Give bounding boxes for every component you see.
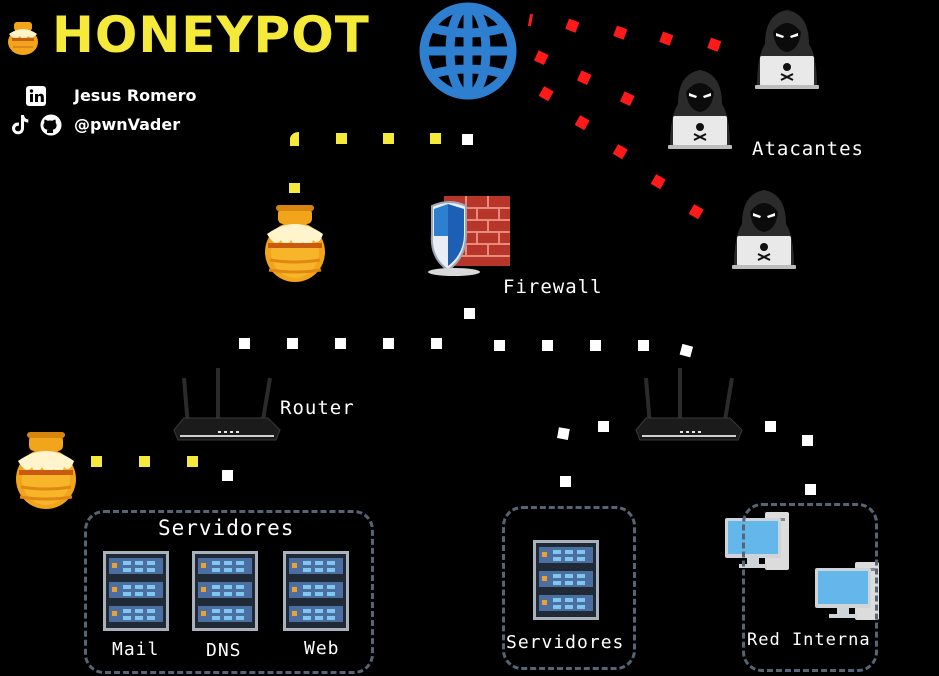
servers-single-box <box>502 506 636 670</box>
internal-network-box <box>742 503 878 672</box>
honeypot-traffic-dots <box>91 132 441 467</box>
hacker-icon <box>731 189 797 270</box>
router-icon <box>634 366 744 442</box>
honeypot-small-icon <box>8 22 38 55</box>
attackers-label: Atacantes <box>752 138 864 160</box>
attack-traffic-dots <box>527 13 722 220</box>
handle: @pwnVader <box>74 115 181 134</box>
honeypot-icon <box>14 430 78 511</box>
page-title: HONEYPOT <box>52 6 370 64</box>
router-icon <box>172 366 282 442</box>
network-traffic-dots <box>222 134 816 495</box>
mail-label: Mail <box>112 639 160 660</box>
servers-group-box <box>84 510 374 674</box>
author-name: Jesus Romero <box>74 86 197 105</box>
github-icon <box>40 114 62 136</box>
hacker-icon <box>667 69 733 150</box>
hacker-icon <box>754 9 820 90</box>
router-label: Router <box>280 397 355 419</box>
dns-label: DNS <box>206 640 242 661</box>
internal-network-label: Red Interna <box>747 630 871 650</box>
firewall-label: Firewall <box>503 276 603 298</box>
honeypot-icon <box>263 203 327 284</box>
tiktok-icon <box>12 115 29 135</box>
linkedin-icon <box>26 86 46 106</box>
servers-group-label: Servidores <box>158 516 295 540</box>
web-label: Web <box>304 638 340 659</box>
servers-single-label: Servidores <box>506 632 625 653</box>
globe-icon <box>419 2 517 100</box>
firewall-icon <box>428 196 510 276</box>
